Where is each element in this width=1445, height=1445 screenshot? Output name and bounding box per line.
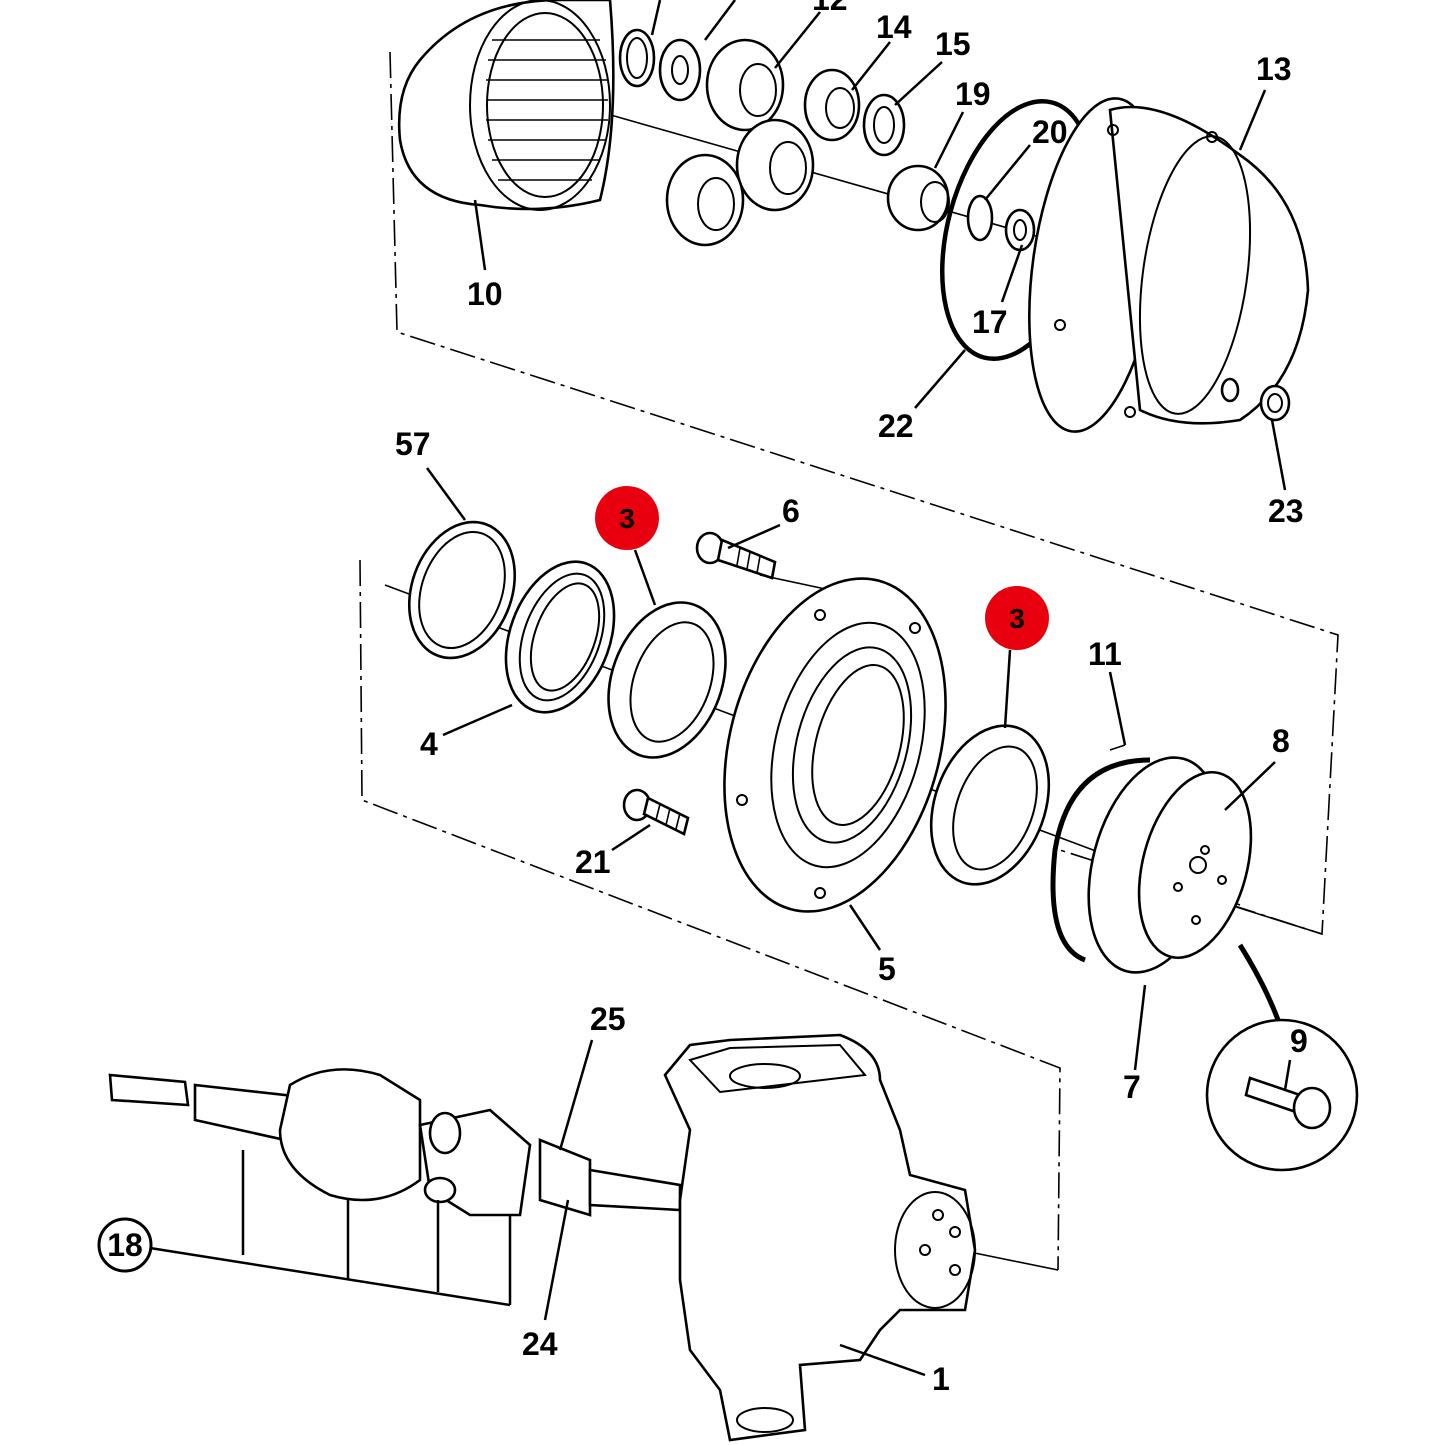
callout-labels: 12 14 15 19 20 13 10 17 22 23 57 6 11 8 … (107, 0, 1308, 1397)
callout-6[interactable]: 6 (782, 493, 800, 529)
sun-gear-part-19[interactable] (886, 164, 950, 232)
callout-24[interactable]: 24 (522, 1326, 558, 1362)
bolt-part-21[interactable] (622, 788, 690, 836)
seal-part-4[interactable] (486, 547, 633, 728)
callout-12[interactable]: 12 (812, 0, 848, 17)
callout-8[interactable]: 8 (1272, 723, 1290, 759)
planet-gear-upper[interactable] (705, 38, 785, 132)
callout-21[interactable]: 21 (575, 844, 611, 880)
callout-14[interactable]: 14 (876, 9, 912, 45)
steering-knuckle-part-1[interactable] (663, 1033, 977, 1442)
planet-gear-middle[interactable] (735, 118, 815, 212)
callout-57[interactable]: 57 (395, 426, 431, 462)
callout-25[interactable]: 25 (590, 1001, 626, 1037)
needle-bearing-part-14[interactable] (803, 68, 861, 142)
ring-gear-part-10[interactable] (397, 0, 615, 211)
callout-4[interactable]: 4 (420, 726, 438, 762)
spring-clip-part-15[interactable] (862, 93, 906, 157)
washer-top[interactable] (658, 38, 702, 102)
callout-10[interactable]: 10 (467, 276, 503, 312)
wheel-hub-part-5[interactable] (690, 554, 981, 937)
callout-5[interactable]: 5 (878, 951, 896, 987)
callout-18[interactable]: 18 (107, 1227, 143, 1263)
callout-19[interactable]: 19 (955, 76, 991, 112)
highlight-marker-3-left[interactable]: 3 (595, 486, 659, 550)
highlight-label: 3 (1009, 603, 1025, 634)
callout-13[interactable]: 13 (1256, 51, 1292, 87)
leader-lines (149, 0, 1292, 1377)
bearing-cone-part-3-right[interactable] (910, 709, 1069, 901)
bolt-detail-circle-part-9[interactable] (1205, 943, 1359, 1172)
drive-shaft-part-18[interactable] (108, 1068, 682, 1217)
bolt-part-6[interactable] (695, 531, 777, 580)
bearing-cone-part-3-left[interactable] (588, 586, 746, 774)
highlight-marker-3-right[interactable]: 3 (985, 586, 1049, 650)
callout-7[interactable]: 7 (1123, 1069, 1141, 1105)
drive-flange-part-8[interactable] (1067, 743, 1270, 988)
callout-1[interactable]: 1 (932, 1361, 950, 1397)
callout-9[interactable]: 9 (1290, 1023, 1308, 1059)
callout-15[interactable]: 15 (935, 26, 971, 62)
hub-cover-part-13[interactable] (1010, 90, 1310, 440)
circlip-top[interactable] (618, 28, 656, 88)
callout-17[interactable]: 17 (972, 304, 1008, 340)
spacer-part-17[interactable] (1004, 208, 1036, 252)
circlip-part-20[interactable] (966, 194, 994, 242)
drain-plug-part-23[interactable] (1220, 377, 1291, 422)
callout-11[interactable]: 11 (1088, 636, 1122, 672)
callout-circle-18 (97, 1217, 153, 1273)
callout-22[interactable]: 22 (878, 408, 914, 444)
planet-gear-lower[interactable] (665, 153, 745, 247)
snap-ring-part-11[interactable] (1050, 744, 1151, 963)
highlight-label: 3 (619, 503, 635, 534)
thrust-washer-part-57[interactable] (391, 507, 533, 673)
callout-20[interactable]: 20 (1032, 114, 1068, 150)
callout-23[interactable]: 23 (1268, 493, 1304, 529)
